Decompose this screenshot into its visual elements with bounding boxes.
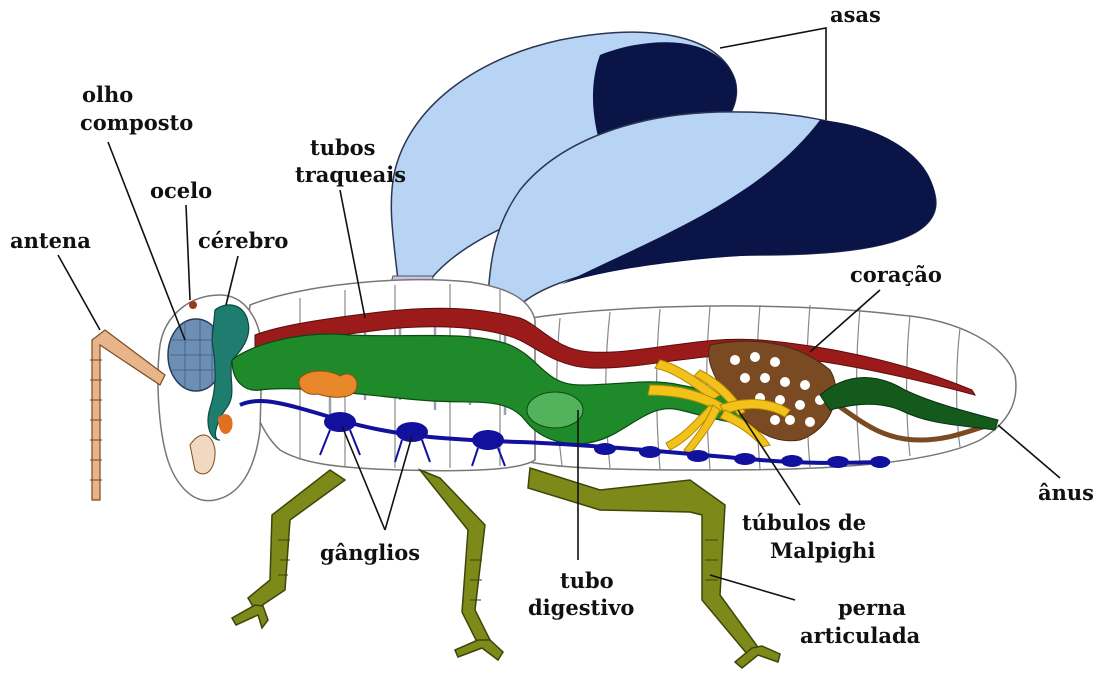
middle-foot <box>455 640 503 660</box>
leader-asas <box>720 28 826 120</box>
label-cerebro: cérebro <box>198 228 288 253</box>
label-olho-composto-line1: olho <box>82 82 133 107</box>
antenna-shaft <box>92 330 165 500</box>
label-coracao: coração <box>850 262 942 287</box>
hind-leg <box>528 468 760 655</box>
label-ganglios: gânglios <box>320 540 420 565</box>
label-ocelo: ocelo <box>150 178 212 203</box>
legs <box>232 468 780 668</box>
leader-antena <box>58 255 100 330</box>
leader-perna <box>710 575 795 600</box>
hind-foot <box>735 646 780 668</box>
label-tubos-traqueais-line2: traqueais <box>295 162 406 187</box>
label-anus: ânus <box>1038 480 1094 505</box>
leader-anus <box>998 425 1060 478</box>
front-foot <box>232 605 268 628</box>
label-tubulos-line1: túbulos de <box>742 510 866 535</box>
salivary-gland <box>299 371 357 397</box>
crop <box>527 392 583 428</box>
label-perna-line2: articulada <box>800 623 921 648</box>
label-antena: antena <box>10 228 91 253</box>
label-tubo-digestivo-line2: digestivo <box>528 595 634 620</box>
leader-olho-composto <box>108 142 185 340</box>
antenna <box>90 330 165 500</box>
label-tubulos-line2: Malpighi <box>770 538 875 563</box>
label-perna-line1: perna <box>838 595 906 620</box>
label-tubos-traqueais-line1: tubos <box>310 135 375 160</box>
leader-ocelo <box>186 205 190 300</box>
label-asas: asas <box>830 2 881 27</box>
label-tubo-digestivo-line1: tubo <box>560 568 614 593</box>
middle-leg <box>420 470 490 644</box>
label-olho-composto-line2: composto <box>80 110 193 135</box>
ocellus <box>189 301 197 309</box>
